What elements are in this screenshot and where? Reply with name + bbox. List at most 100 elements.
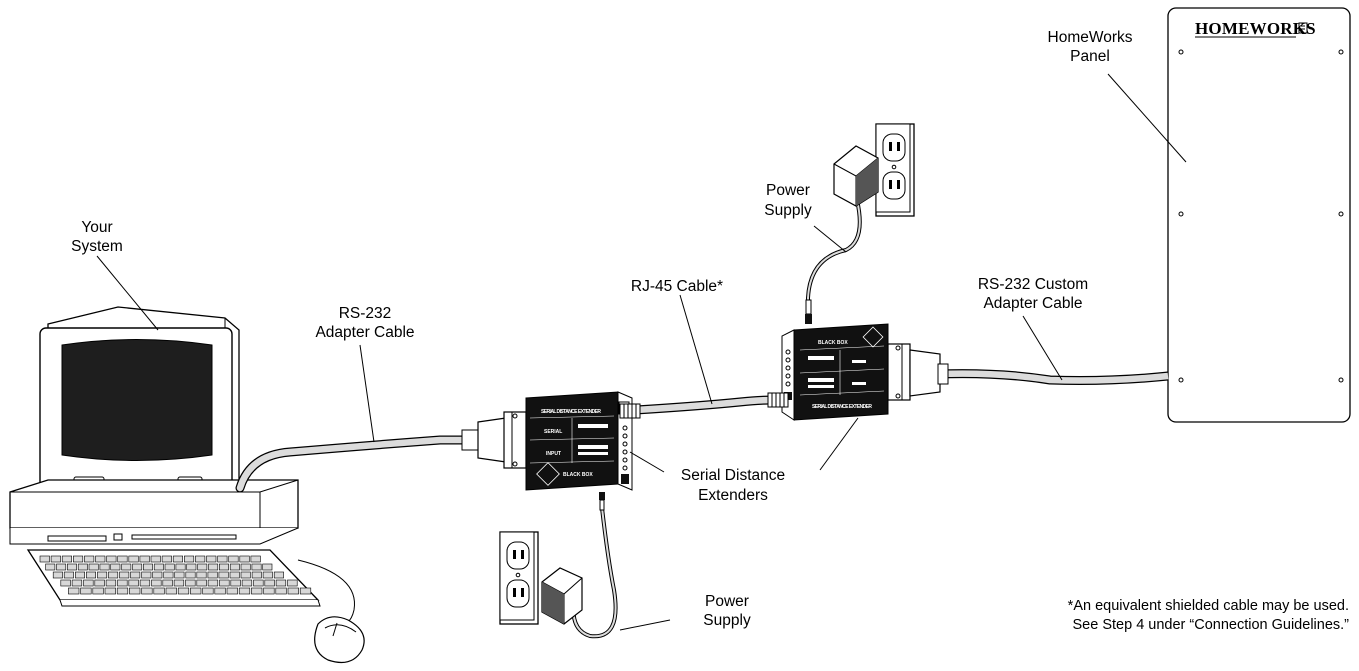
- keyboard-key: [238, 587, 251, 595]
- keyboard-key: [45, 563, 56, 571]
- cables: [235, 199, 1169, 639]
- device-title-2: SERIAL DISTANCE EXTENDER: [812, 404, 872, 410]
- keyboard-key: [228, 555, 239, 563]
- keyboard-key: [139, 555, 150, 563]
- keyboard-key: [250, 555, 261, 563]
- wall-outlet-icon: [875, 123, 915, 217]
- label-extenders-line1: Serial Distance: [681, 467, 785, 484]
- keyboard-key: [83, 579, 94, 587]
- keyboard-key: [61, 555, 73, 563]
- keyboard-key: [84, 555, 95, 563]
- keyboard-key: [287, 579, 298, 587]
- rj45-plug-icon: [767, 392, 789, 408]
- keyboard-key: [92, 587, 104, 595]
- keyboard-key: [80, 587, 92, 595]
- keyboard-key: [230, 579, 241, 587]
- label-extenders-line2: Extenders: [698, 487, 768, 504]
- keyboard-key: [239, 555, 250, 563]
- keyboard-key: [175, 563, 186, 571]
- keyboard-key: [251, 563, 262, 571]
- keyboard-key: [52, 571, 63, 579]
- keyboard-key: [214, 587, 226, 595]
- keyboard-key: [275, 579, 287, 587]
- keyboard-key: [174, 571, 185, 579]
- keyboard-key: [219, 579, 230, 587]
- label-homeworks-line1: HomeWorks: [1048, 29, 1133, 46]
- keyboard-key: [185, 579, 196, 587]
- keyboard-key: [139, 579, 151, 587]
- keyboard-key: [99, 563, 110, 571]
- keyboard-key: [117, 555, 128, 563]
- keyboard-key: [39, 555, 50, 563]
- keyboard-key: [97, 571, 108, 579]
- keyboard-key: [208, 563, 219, 571]
- keyboard-key: [173, 579, 185, 587]
- keyboard-key: [275, 587, 287, 595]
- keyboard-key: [152, 571, 163, 579]
- keyboard-key: [299, 587, 312, 595]
- label-homeworks-line2: Panel: [1070, 48, 1110, 65]
- keyboard-key: [132, 563, 143, 571]
- db25-connector-icon: [887, 343, 949, 401]
- serial-extender-icon: SERIAL DISTANCE EXTENDER SERIAL INPUT BL…: [525, 391, 633, 491]
- keyboard-key: [88, 563, 99, 571]
- keyboard-key: [262, 571, 273, 579]
- label-rs232-line1: RS-232: [339, 305, 392, 322]
- label-rj45-cable: RJ-45 Cable*: [631, 278, 723, 295]
- keyboard-key: [119, 571, 130, 579]
- label-power-top-line2: Supply: [764, 202, 812, 219]
- dc-plug-bottom: [599, 492, 605, 511]
- keyboard-icon: [26, 549, 321, 607]
- keyboard-key: [184, 555, 195, 563]
- keyboard-key: [105, 579, 117, 587]
- keyboard-key: [253, 579, 264, 587]
- device-brand: BLACK BOX: [563, 472, 593, 478]
- keyboard-key: [165, 587, 177, 595]
- keyboard-key: [110, 563, 121, 571]
- keyboard-key: [202, 587, 214, 595]
- keyboard-key: [141, 587, 153, 595]
- keyboard-key: [68, 587, 80, 595]
- keyboard-key: [141, 571, 152, 579]
- label-power-bottom-line2: Supply: [703, 612, 751, 629]
- keyboard-key: [197, 563, 208, 571]
- keyboard-key: [117, 579, 128, 587]
- keyboard-key: [185, 571, 196, 579]
- homeworks-logo: HOMEWORKS: [1195, 19, 1316, 38]
- keyboard-key: [56, 563, 67, 571]
- footnote-line2: See Step 4 under “Connection Guidelines.…: [1073, 617, 1350, 633]
- keyboard-key: [153, 563, 164, 571]
- rj45-plug-icon: [619, 403, 641, 419]
- label-rs232-line2: Adapter Cable: [315, 324, 414, 341]
- label-power-bottom-line1: Power: [705, 593, 749, 610]
- keyboard-key: [262, 563, 273, 571]
- keyboard-key: [207, 579, 219, 587]
- keyboard-key: [218, 571, 229, 579]
- keyboard-key: [143, 563, 153, 571]
- keyboard-key: [129, 587, 141, 595]
- keyboard-key: [67, 563, 77, 571]
- db25-connector-icon: [461, 411, 527, 469]
- keyboard-key: [108, 571, 119, 579]
- keyboard-key: [241, 579, 253, 587]
- keyboard-key: [217, 555, 228, 563]
- keyboard-key: [153, 587, 165, 595]
- keyboard-key: [104, 587, 116, 595]
- keyboard-key: [151, 579, 162, 587]
- keyboard-key: [63, 571, 74, 579]
- keyboard-key: [229, 571, 240, 579]
- keyboard-key: [219, 563, 229, 571]
- footnote-line1: *An equivalent shielded cable may be use…: [1068, 598, 1349, 614]
- label-your-system-line2: System: [71, 238, 123, 255]
- keyboard-key: [164, 563, 175, 571]
- keyboard-key: [161, 555, 172, 563]
- keyboard-key: [177, 587, 190, 595]
- device-brand-2: BLACK BOX: [818, 340, 848, 346]
- leader-lines: [96, 73, 1187, 631]
- keyboard-key: [195, 555, 206, 563]
- power-adapter-icon: [833, 145, 879, 207]
- label-rs232-custom-line1: RS-232 Custom: [978, 276, 1088, 293]
- keyboard-key: [287, 587, 299, 595]
- callout-labels: HomeWorks Panel Your System RS-232 Adapt…: [71, 29, 1349, 633]
- keyboard-key: [163, 571, 174, 579]
